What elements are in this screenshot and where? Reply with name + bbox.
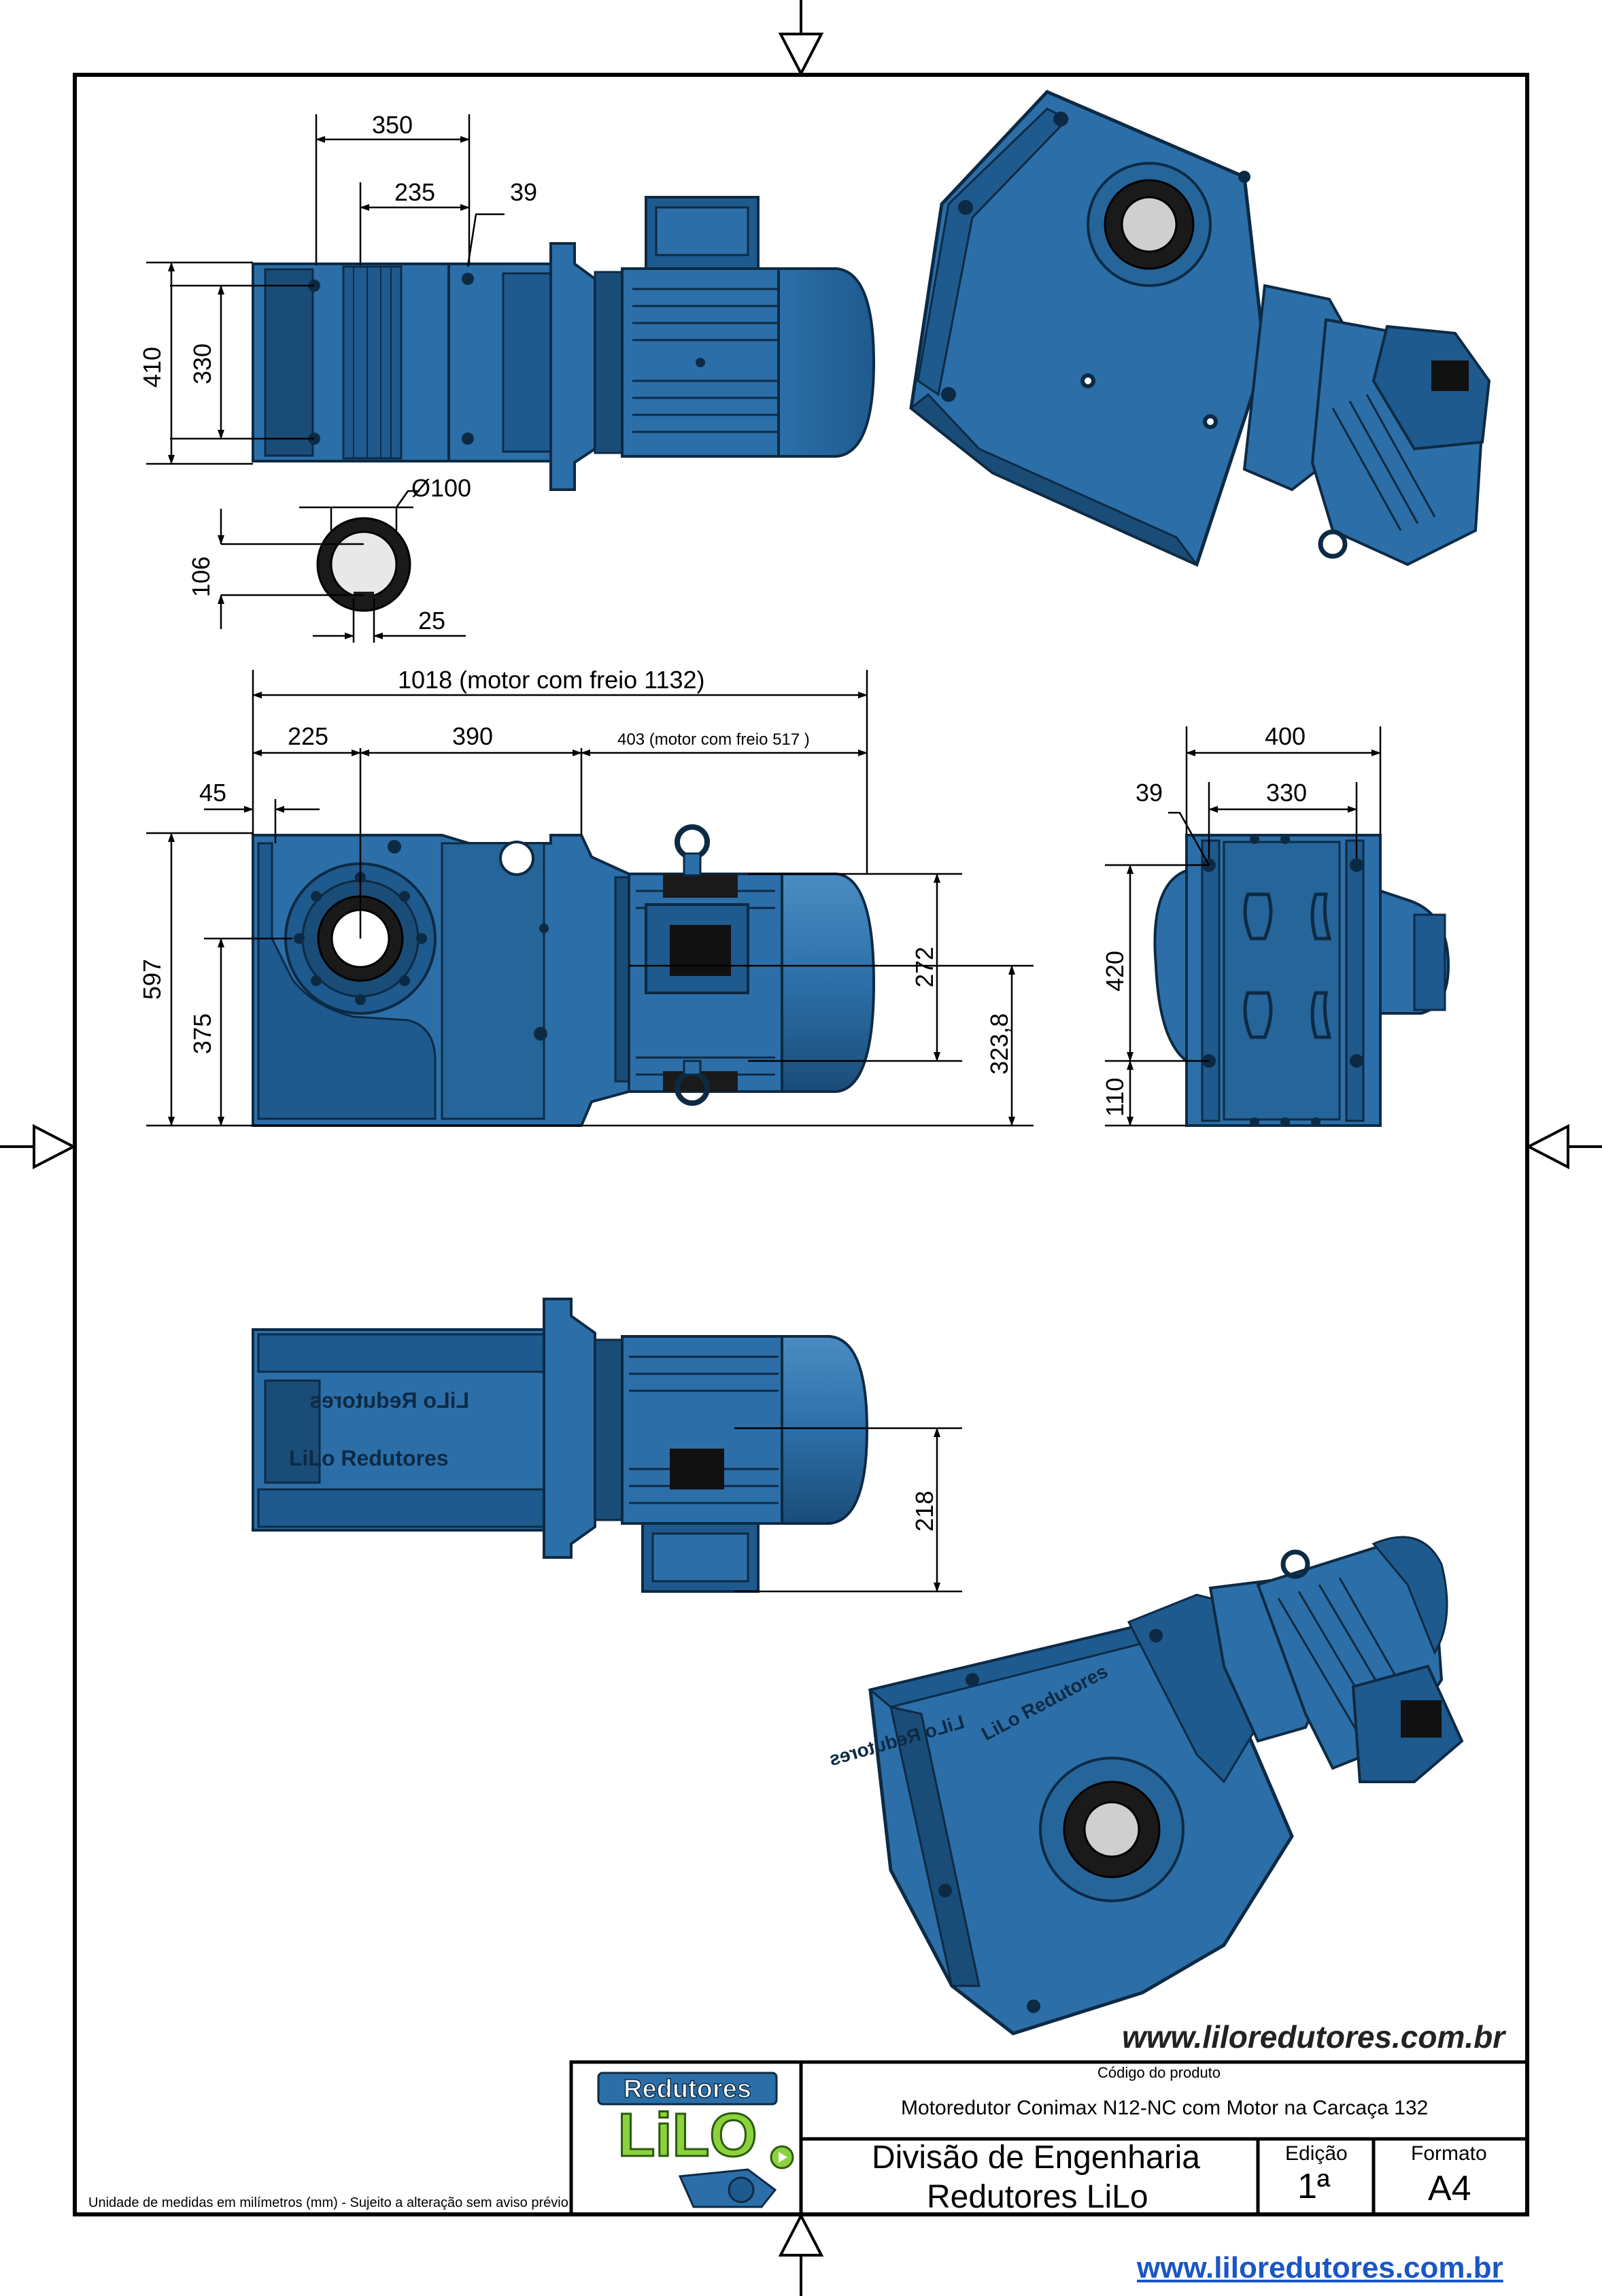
front-view-dim-labels: 1018 (motor com freio 1132) 225 390 403 … bbox=[138, 666, 1013, 1075]
dim-420: 420 bbox=[1101, 951, 1129, 992]
dim-218: 218 bbox=[910, 1491, 938, 1532]
dim-motor-length: 403 (motor com freio 517 ) bbox=[617, 730, 810, 749]
dim-110: 110 bbox=[1101, 1078, 1129, 1117]
dim-39-top: 39 bbox=[510, 178, 537, 206]
dim-350: 350 bbox=[372, 111, 413, 139]
dim-106: 106 bbox=[187, 556, 215, 597]
sheet-website-url[interactable]: www.liloredutores.com.br bbox=[1122, 2019, 1505, 2055]
edition-label: Edição bbox=[1285, 2142, 1348, 2165]
iso-view-bottom bbox=[868, 1536, 1464, 2036]
top-view-dim-labels: 350 235 39 410 330 bbox=[138, 111, 537, 388]
bottom-view-dim-labels: 218 bbox=[910, 1491, 938, 1532]
top-view bbox=[252, 196, 876, 491]
side-view-dim-labels: 400 39 330 420 110 bbox=[1101, 722, 1307, 1117]
dim-overall-length: 1018 (motor com freio 1132) bbox=[398, 666, 705, 694]
logo-text-lilo: LiLO bbox=[618, 2101, 757, 2170]
top-view-dimensions bbox=[146, 114, 505, 465]
side-view bbox=[1153, 834, 1450, 1127]
bottom-view-dimensions bbox=[734, 1427, 962, 1593]
dim-323-8: 323,8 bbox=[985, 1013, 1013, 1075]
dim-410: 410 bbox=[138, 347, 166, 388]
dim-330-side: 330 bbox=[1266, 779, 1307, 807]
bottom-view-engraving: LiLo Redutores LiLo Redutores bbox=[289, 1388, 469, 1470]
division-line1: Divisão de Engenharia bbox=[872, 2140, 1200, 2176]
format-value: A4 bbox=[1428, 2169, 1471, 2208]
edition-value: 1ª bbox=[1297, 2167, 1331, 2206]
footer-website-link[interactable]: www.liloredutores.com.br bbox=[1137, 2251, 1503, 2284]
dim-597: 597 bbox=[138, 959, 166, 1000]
lilo-logo: Redutores LiLO bbox=[578, 2067, 797, 2210]
dim-330-top: 330 bbox=[188, 343, 216, 384]
bottom-view bbox=[252, 1298, 869, 1593]
iso-view-top bbox=[909, 90, 1491, 567]
product-description: Motoredutor Conimax N12-NC com Motor na … bbox=[901, 2097, 1429, 2119]
dim-390: 390 bbox=[452, 722, 493, 750]
front-view bbox=[252, 824, 876, 1127]
dim-225: 225 bbox=[288, 722, 328, 750]
logo-text-redutores: Redutores bbox=[624, 2075, 751, 2104]
shaft-detail bbox=[316, 517, 411, 612]
title-block bbox=[75, 2060, 1529, 2216]
format-label: Formato bbox=[1411, 2142, 1487, 2165]
dim-400: 400 bbox=[1265, 722, 1306, 750]
side-view-dimensions bbox=[1105, 726, 1382, 1127]
front-view-dimensions bbox=[146, 670, 1034, 1127]
shaft-dimensions bbox=[218, 490, 466, 643]
dim-272: 272 bbox=[910, 947, 938, 987]
engraving-mirrored: LiLo Redutores bbox=[309, 1388, 469, 1413]
product-code-label: Código do produto bbox=[1097, 2064, 1221, 2081]
dim-235: 235 bbox=[394, 178, 435, 206]
logo-graphic: Redutores LiLO bbox=[597, 2072, 794, 2208]
division-line2: Redutores LiLo bbox=[927, 2179, 1148, 2215]
dim-39-side: 39 bbox=[1136, 779, 1163, 807]
shaft-dim-labels: Ø100 106 25 bbox=[187, 474, 471, 635]
dim-45: 45 bbox=[199, 779, 226, 807]
dim-shaft-diameter: Ø100 bbox=[411, 474, 471, 502]
units-note: Unidade de medidas em milímetros (mm) - … bbox=[88, 2195, 568, 2210]
dim-25: 25 bbox=[418, 607, 445, 635]
dim-375: 375 bbox=[188, 1013, 216, 1054]
engraving: LiLo Redutores bbox=[289, 1446, 449, 1470]
